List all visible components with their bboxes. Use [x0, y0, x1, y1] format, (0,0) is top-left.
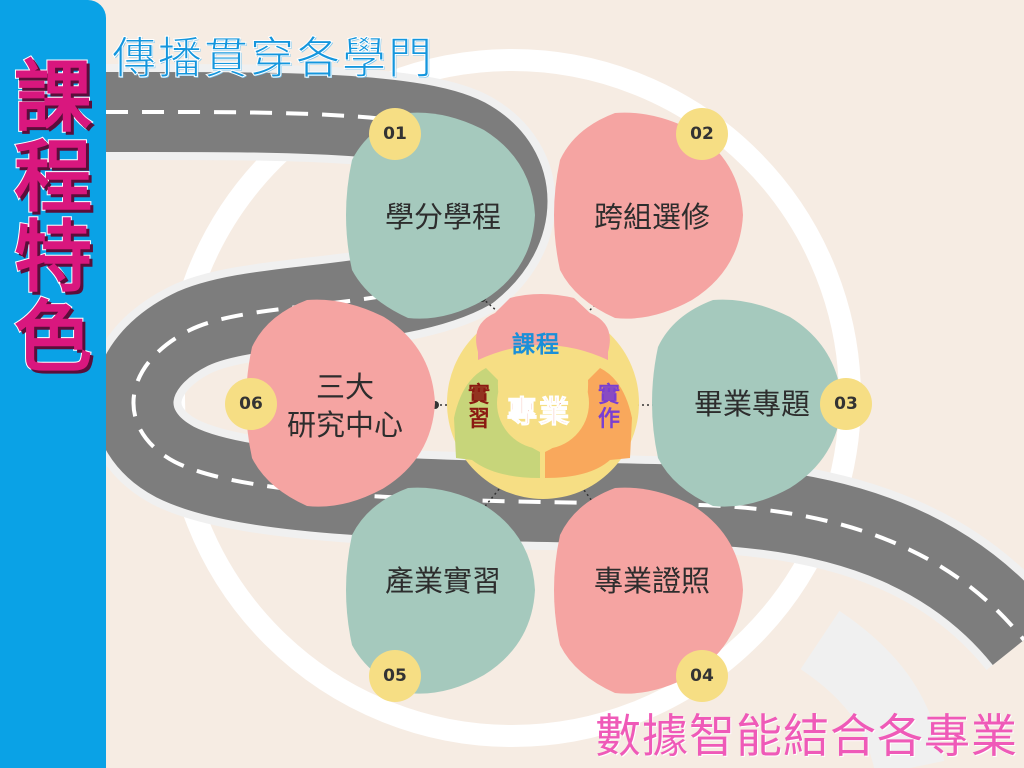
title-char: 色	[13, 293, 93, 383]
hex-label-04: 專業證照	[593, 564, 710, 598]
segment-shizuo	[545, 368, 632, 478]
center-wheel	[447, 294, 639, 499]
hex-label-05: 產業實習	[384, 564, 501, 598]
badge-03: 03	[820, 378, 872, 430]
badge-05: 05	[369, 650, 421, 702]
core-circle	[497, 357, 589, 449]
title-char: 特	[13, 213, 93, 303]
hexagon-06	[246, 299, 435, 507]
center-label-kecheng: 課程	[512, 332, 560, 358]
hex-label-06-line2: 研究中心	[286, 408, 403, 442]
center-label-shizuo: 實 作	[596, 384, 622, 432]
shixi-char: 習	[467, 407, 490, 432]
hex-label-01: 學分學程	[384, 200, 501, 234]
segment-shixi	[454, 368, 540, 478]
hex-label-02: 跨組選修	[593, 200, 710, 234]
top-heading: 傳播貫穿各學門	[112, 33, 434, 85]
hexagon-03	[652, 299, 842, 507]
shixi-char: 實	[467, 383, 490, 408]
center-label-core: 專業	[507, 395, 571, 431]
shizuo-char: 實	[597, 383, 620, 408]
center-label-shixi: 實 習	[466, 384, 492, 432]
hex-label-06-line1: 三大	[315, 370, 374, 404]
hexagon-02	[554, 112, 743, 319]
title-char: 程	[13, 133, 93, 223]
badge-06: 06	[225, 378, 277, 430]
shizuo-char: 作	[597, 407, 620, 432]
hexagon-04	[554, 487, 743, 694]
hex-label-03: 畢業專題	[693, 387, 810, 421]
badge-04: 04	[676, 650, 728, 702]
segment-kecheng	[476, 294, 610, 360]
side-bar	[0, 0, 106, 768]
hexagon-01	[346, 112, 535, 319]
bottom-heading: 數據智能結合各專業	[595, 709, 1018, 763]
title-char: 課	[13, 53, 93, 143]
badge-02: 02	[676, 108, 728, 160]
hex-label-06: 三大 研究中心	[260, 368, 430, 444]
hexagon-05	[346, 487, 535, 694]
page-title: 課 程 特 色	[8, 53, 98, 383]
badge-01: 01	[369, 108, 421, 160]
